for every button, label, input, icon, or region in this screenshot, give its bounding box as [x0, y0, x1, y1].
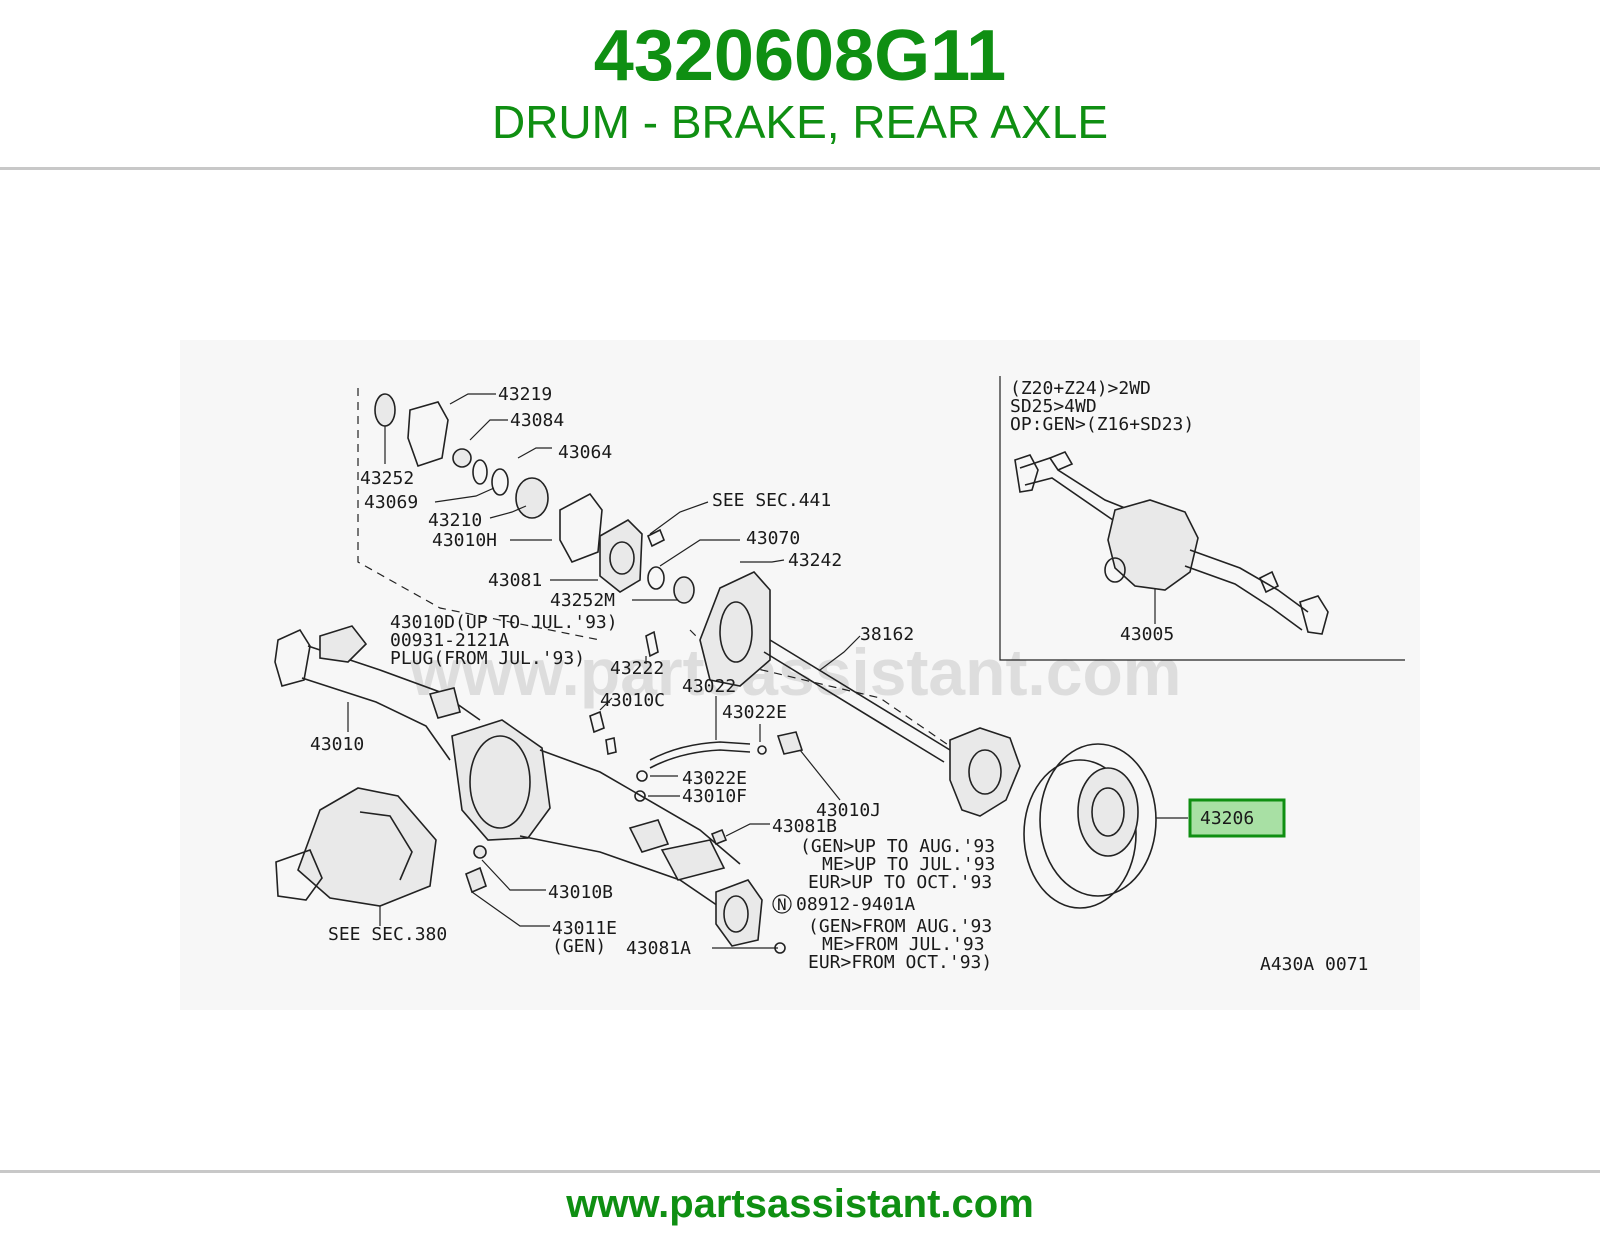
exploded-leader-left [357, 388, 601, 641]
callout-43010: 43010 [310, 734, 364, 755]
callout-see-sec-380: SEE SEC.380 [328, 924, 447, 945]
callout-43010h: 43010H [432, 530, 497, 551]
callout-gen: (GEN) [552, 936, 606, 957]
callout-plug: PLUG(FROM JUL.'93) [390, 648, 585, 669]
callout-43010j: 43010J [816, 800, 881, 821]
callout-43022e-bottom: 43022E [682, 768, 747, 789]
callout-00931-2121a: 00931-2121A [390, 630, 509, 651]
parts-diagram: www.partsassistant.com (Z20+Z24)>2WD SD2… [180, 340, 1420, 1010]
inset-note-1: (Z20+Z24)>2WD [1010, 378, 1151, 399]
callout-43219: 43219 [498, 384, 552, 405]
diagram-drawing: www.partsassistant.com (Z20+Z24)>2WD SD2… [274, 376, 1405, 975]
callout-leaders [347, 393, 861, 949]
note-from-me: ME>FROM JUL.'93 [822, 934, 985, 955]
note-up-to-gen: (GEN>UP TO AUG.'93 [800, 836, 995, 857]
n-mark: N [777, 895, 787, 914]
part-number-title: 4320608G11 [593, 16, 1007, 96]
callout-43022e-top: 43022E [722, 702, 787, 723]
inset-axle-housing [1014, 451, 1329, 635]
callout-43022: 43022 [682, 676, 736, 697]
callout-43005: 43005 [1120, 624, 1174, 645]
footer-divider [0, 1170, 1600, 1173]
part-description: DRUM - BRAKE, REAR AXLE [491, 96, 1109, 148]
note-from-eur: EUR>FROM OCT.'93) [808, 952, 992, 973]
callout-08912-9401a: 08912-9401A [796, 894, 915, 915]
axle-housing [274, 625, 763, 947]
n-mark-circle [772, 894, 792, 914]
note-up-to-me: ME>UP TO JUL.'93 [822, 854, 995, 875]
inset-frame [999, 376, 1405, 661]
note-from-gen: (GEN>FROM AUG.'93 [808, 916, 992, 937]
callout-43081: 43081 [488, 570, 542, 591]
callout-43084: 43084 [510, 410, 564, 431]
callout-43222: 43222 [610, 658, 664, 679]
axle-flange-plate [699, 571, 771, 687]
callout-43010c: 43010C [600, 690, 665, 711]
callout-43070: 43070 [746, 528, 800, 549]
callout-43069: 43069 [364, 492, 418, 513]
callout-43210: 43210 [428, 510, 482, 531]
callout-see-sec-441: SEE SEC.441 [712, 490, 831, 511]
callout-43064: 43064 [558, 442, 612, 463]
highlight-box[interactable] [1188, 798, 1286, 838]
page-header: 4320608G11 DRUM - BRAKE, REAR AXLE [0, 0, 1600, 168]
callout-43011e: 43011E [552, 918, 617, 939]
header-divider [0, 167, 1600, 170]
callout-43010f: 43010F [682, 786, 747, 807]
axle-shaft [763, 639, 1021, 817]
note-up-to-eur: EUR>UP TO OCT.'93 [808, 872, 992, 893]
callout-43252: 43252 [360, 468, 414, 489]
inset-note-3: OP:GEN>(Z16+SD23) [1010, 414, 1194, 435]
differential-carrier [275, 787, 437, 907]
inset-note-2: SD25>4WD [1010, 396, 1097, 417]
callout-43242: 43242 [788, 550, 842, 571]
callout-43081a: 43081A [626, 938, 691, 959]
callout-43010d: 43010D(UP TO JUL.'93) [390, 612, 618, 633]
drawing-code: A430A 0071 [1260, 954, 1368, 975]
callout-43081b: 43081B [772, 816, 837, 837]
footer-link[interactable]: www.partsassistant.com [566, 1182, 1034, 1226]
bearing-stack [374, 393, 695, 604]
brake-drum [1023, 743, 1188, 909]
callout-38162: 38162 [860, 624, 914, 645]
callout-43252m: 43252M [550, 590, 615, 611]
callout-43010b: 43010B [548, 882, 613, 903]
callout-43206[interactable]: 43206 [1200, 808, 1254, 829]
